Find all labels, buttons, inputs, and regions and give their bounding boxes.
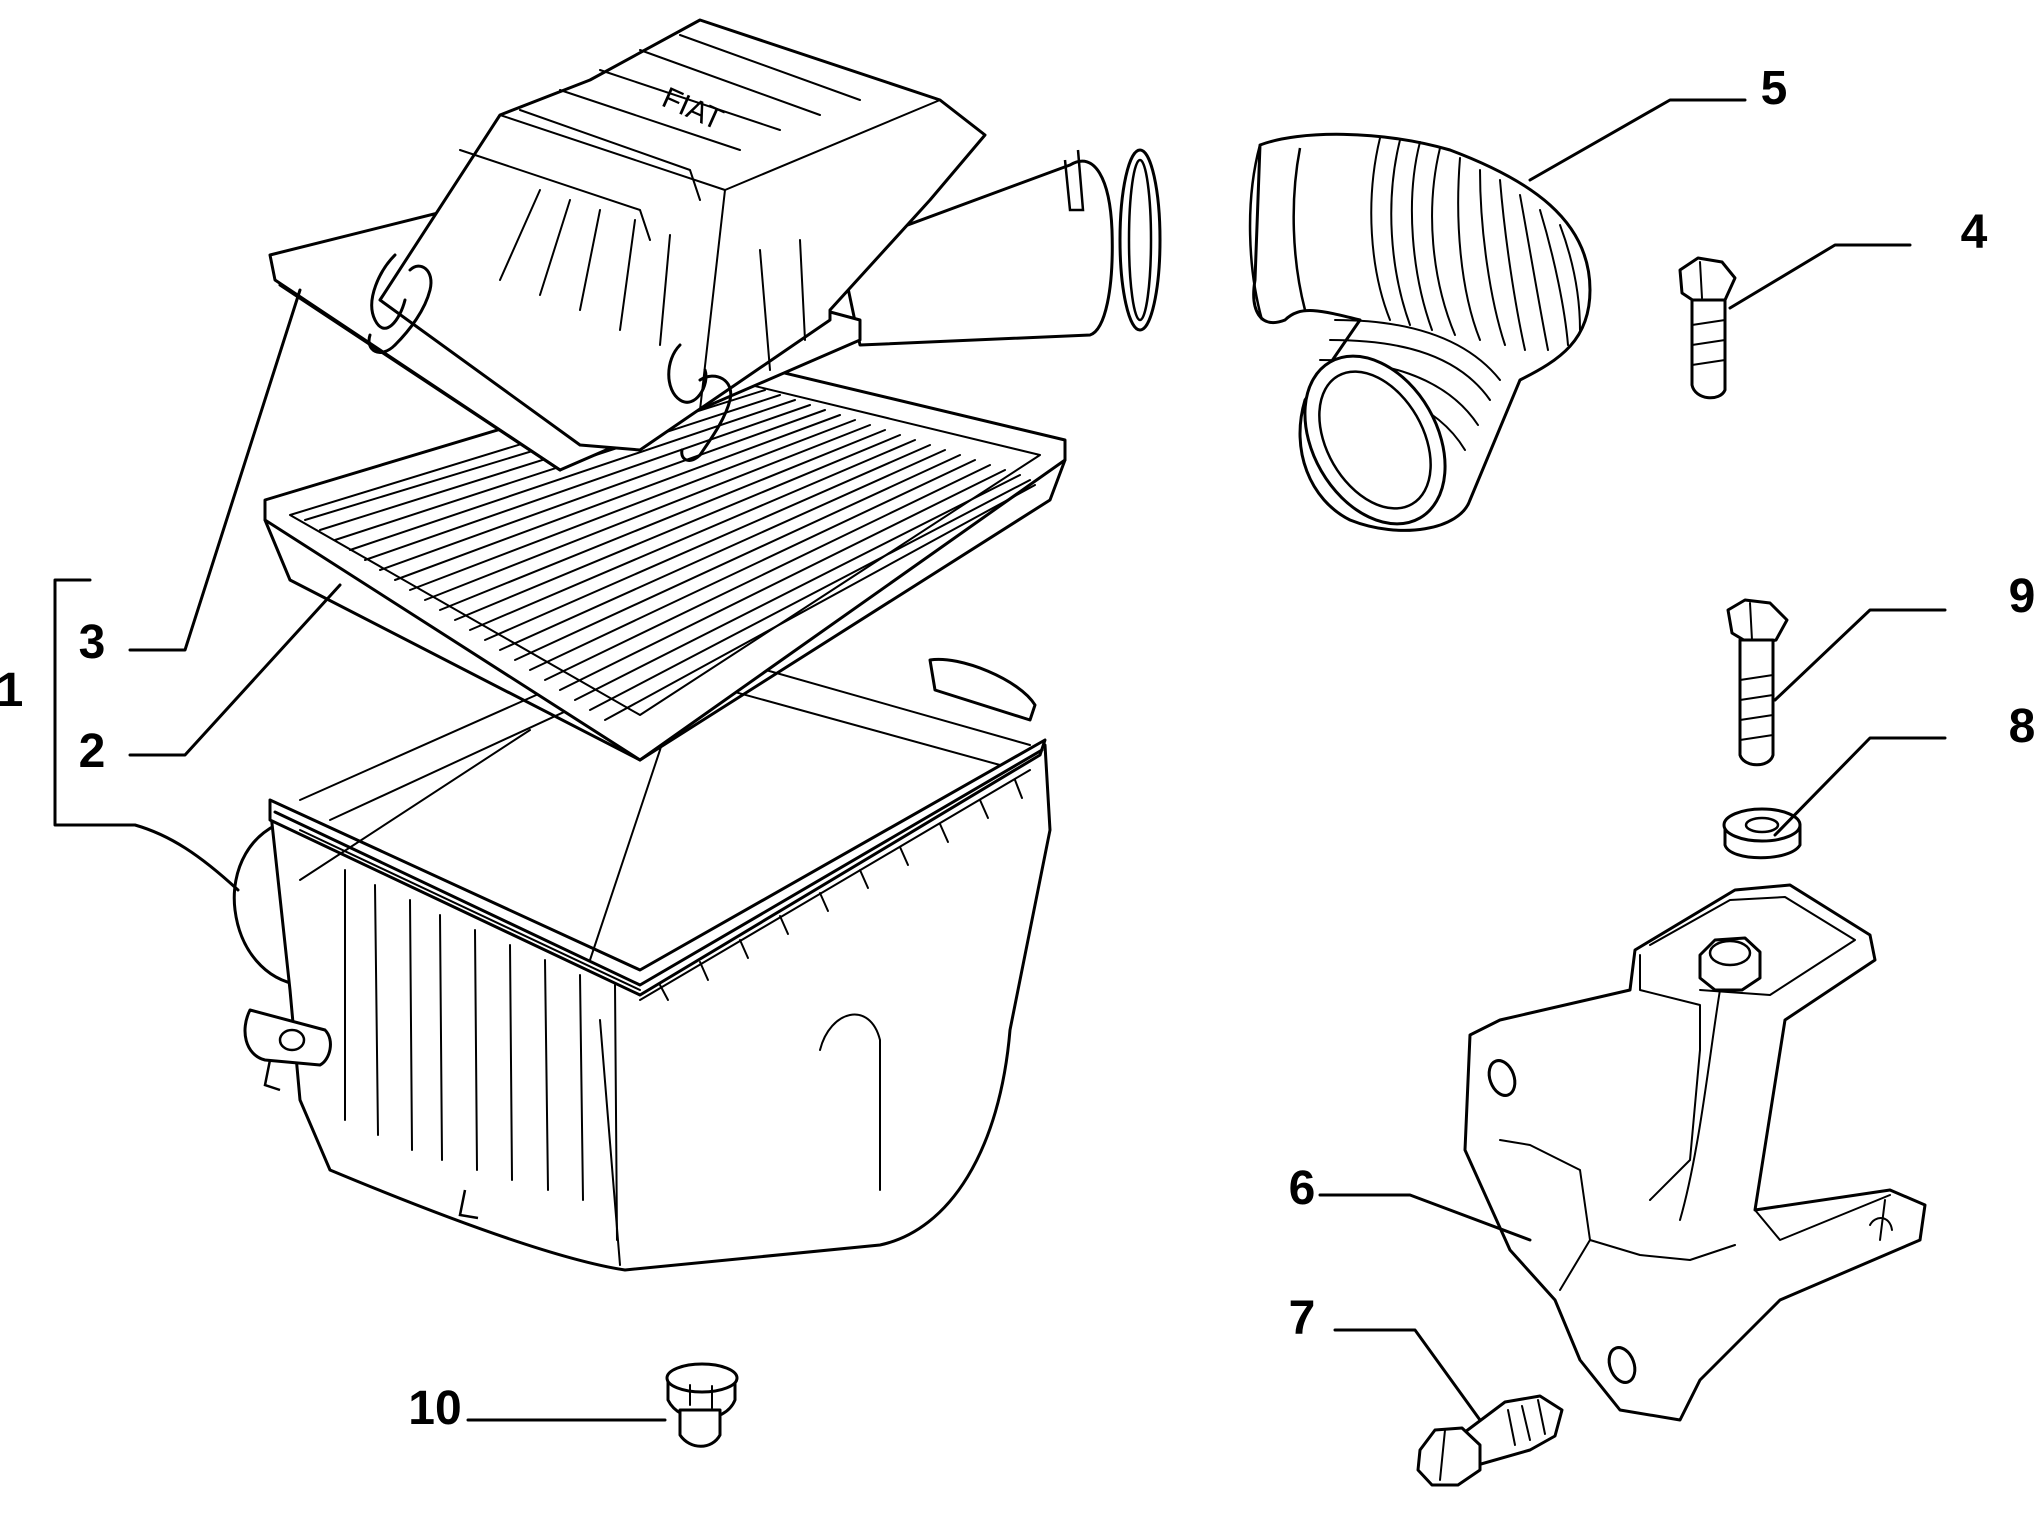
callout-2: 2 [79, 725, 106, 778]
drain-plug-part-10 [665, 1362, 739, 1448]
callout-labels: 1 2 3 4 5 6 7 8 9 10 [0, 62, 2035, 1435]
leader-line-4 [1728, 243, 1912, 310]
callout-7: 7 [1289, 1292, 1316, 1345]
callout-9: 9 [2009, 570, 2036, 623]
leader-line-7 [1333, 1328, 1482, 1422]
air-filter-cover: FIAT [268, 18, 1162, 472]
callout-6: 6 [1289, 1162, 1316, 1215]
leader-line-1 [53, 578, 240, 892]
bolt-part-4 [1678, 256, 1737, 400]
leader-line-8 [1773, 736, 1947, 837]
callout-10: 10 [408, 1382, 461, 1435]
bracket-part-6 [1463, 883, 1927, 1422]
callout-3: 3 [79, 616, 106, 669]
callout-4: 4 [1961, 206, 1988, 259]
leader-line-2 [128, 583, 342, 757]
leader-line-5 [1528, 98, 1747, 182]
washer-part-8 [1722, 807, 1802, 860]
callout-8: 8 [2009, 700, 2036, 753]
callout-5: 5 [1761, 62, 1788, 115]
bolt-part-9 [1726, 598, 1789, 767]
bolt-part-7 [1416, 1394, 1564, 1487]
callout-1: 1 [0, 664, 23, 717]
leader-line-9 [1773, 608, 1947, 702]
leader-lines [53, 98, 1947, 1422]
leader-line-3 [128, 288, 302, 652]
intake-hose [1248, 132, 1592, 532]
air-filter-housing-base [232, 619, 1052, 1272]
leader-line-6 [1318, 1193, 1532, 1242]
